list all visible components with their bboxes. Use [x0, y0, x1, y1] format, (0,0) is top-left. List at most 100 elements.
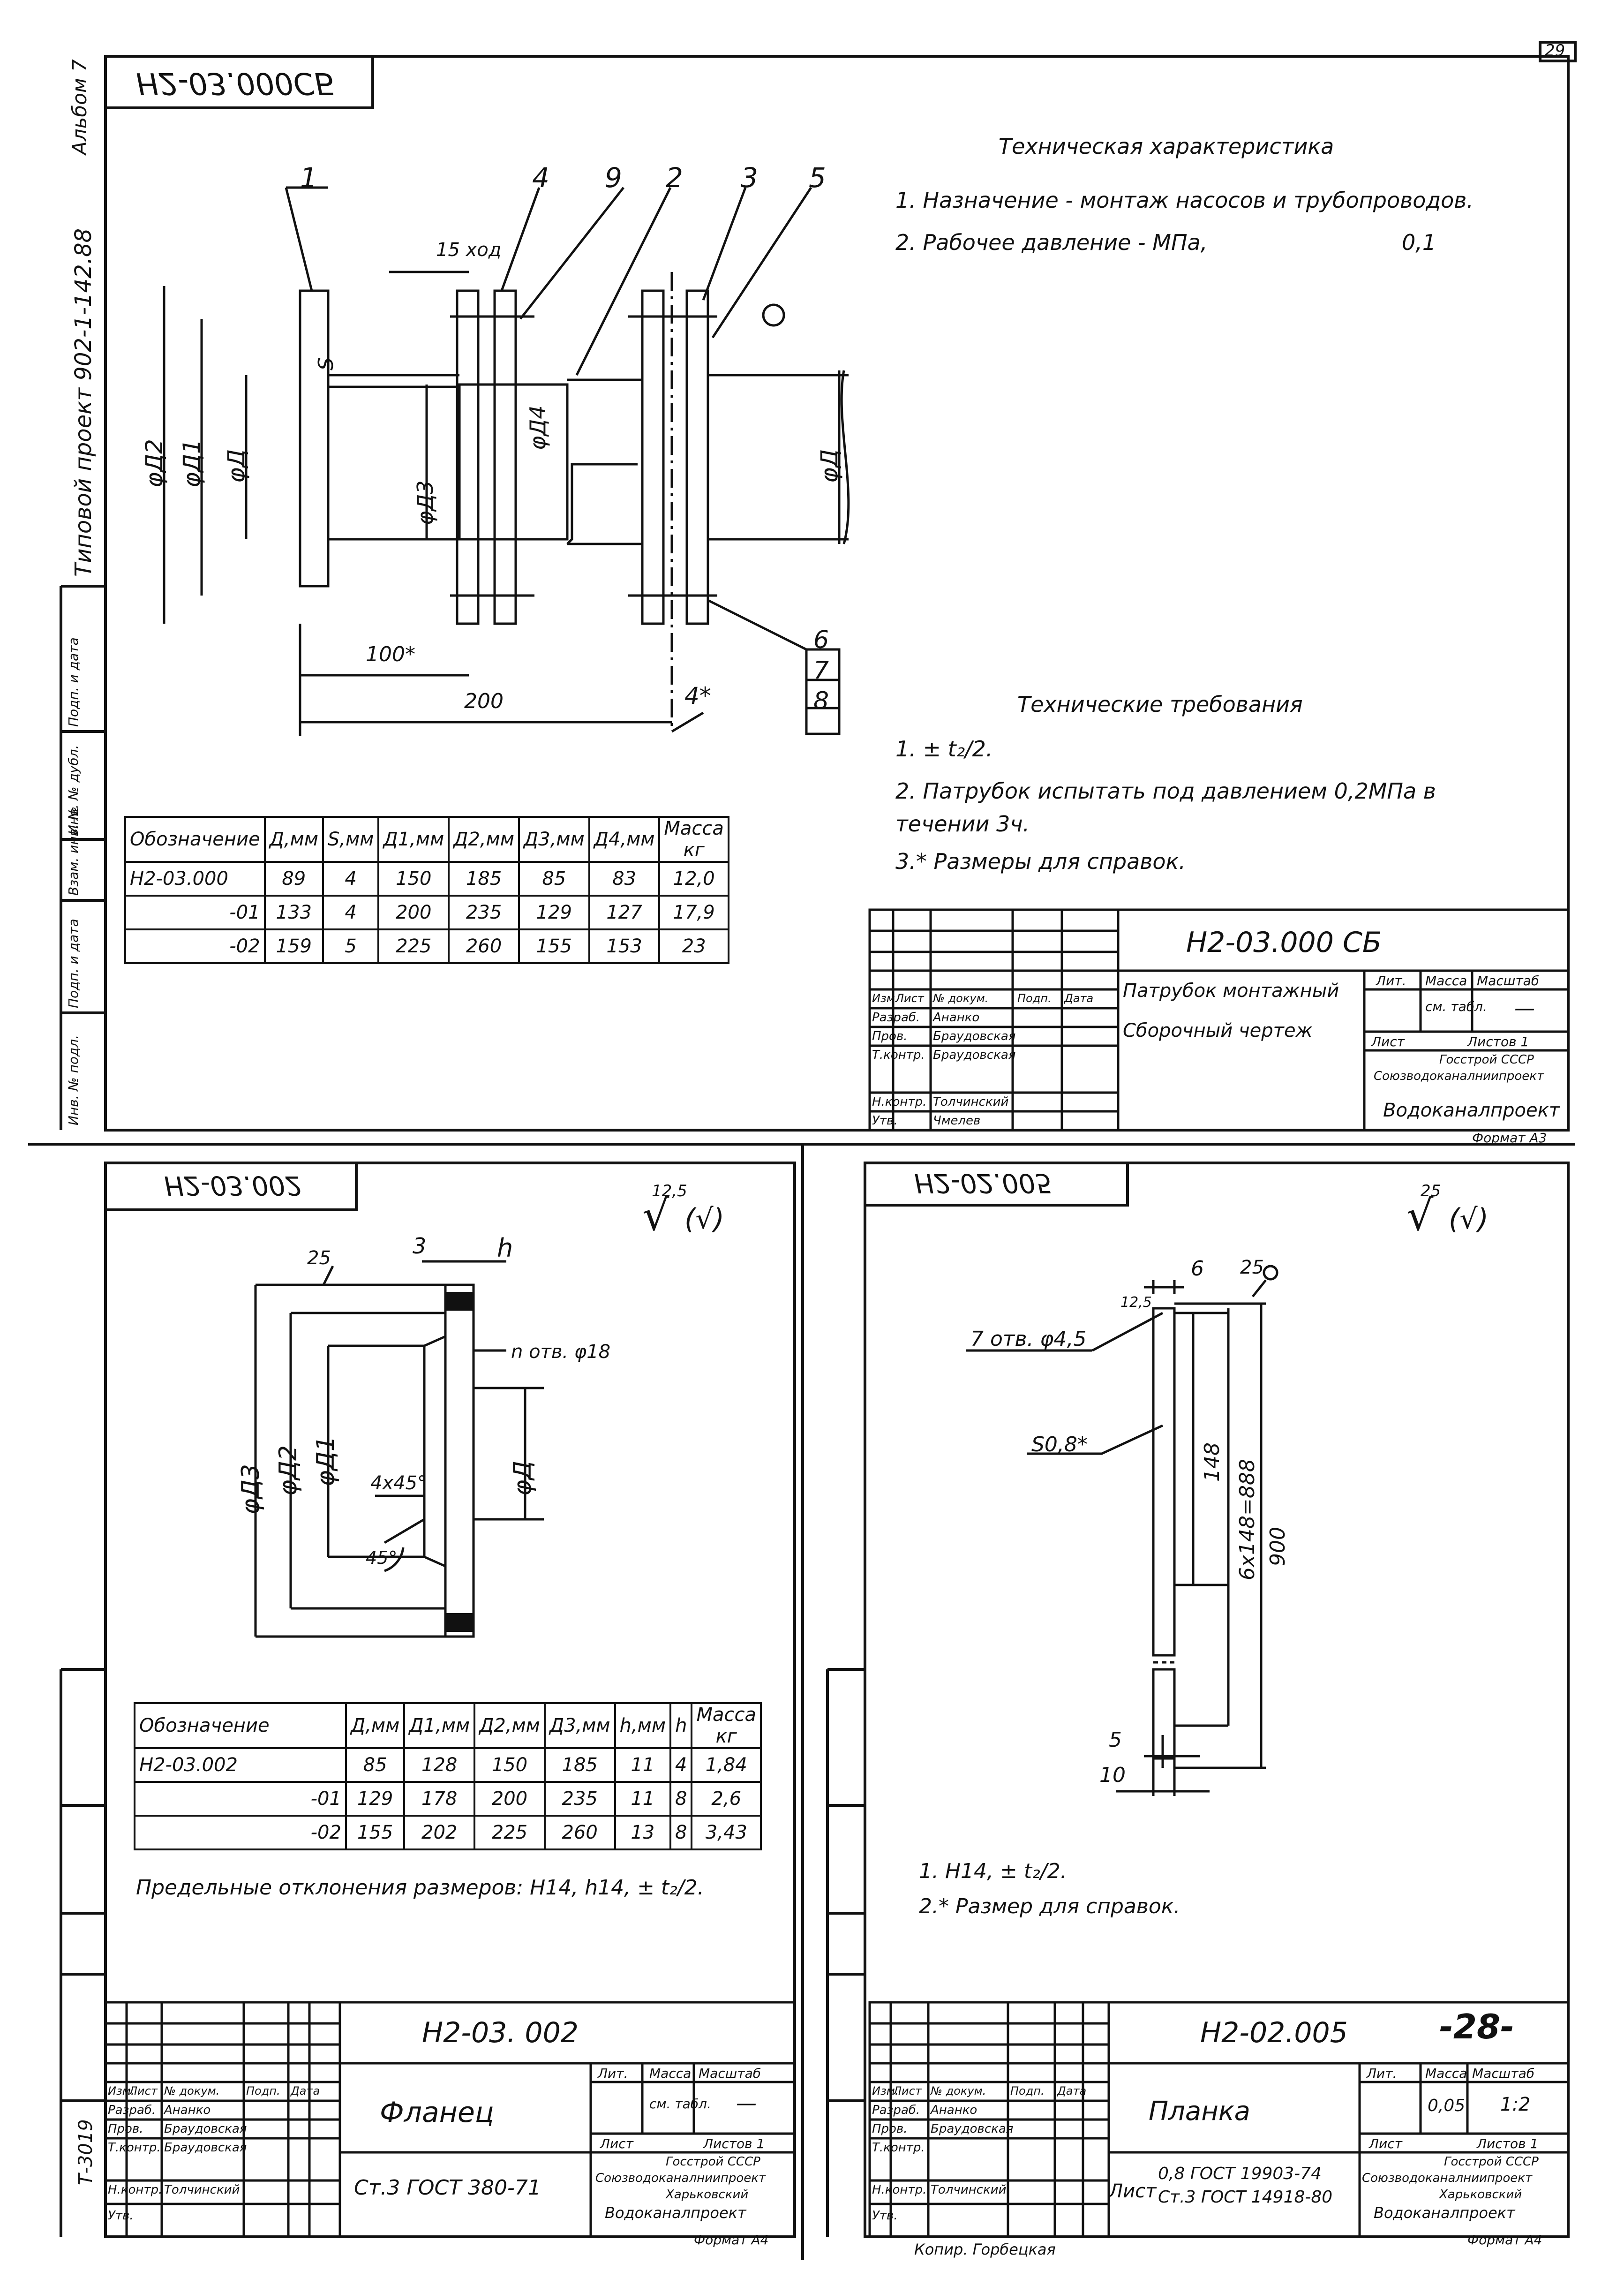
stamp-c-role-5: Утв.	[872, 2209, 898, 2223]
dim-dd: φД	[816, 449, 843, 483]
dim-b-da2: φД2	[274, 1445, 302, 1496]
stamp-b-name: Фланец	[380, 2096, 494, 2129]
table-row: -01 133 4 200 235 129 127 17,9	[124, 895, 729, 930]
stamp-c-role-1: Разраб.	[872, 2103, 920, 2117]
table-row: -02 155 202 225 260 13 8 3,43	[134, 1815, 762, 1850]
stamp-a-role-3: Т.контр.	[872, 1048, 925, 1062]
stamp-a-row-head-1: Лист	[895, 992, 924, 1005]
dim-100: 100*	[366, 642, 415, 666]
stamp-c-role-4: Н.контр.	[872, 2183, 927, 2197]
table-header-row: Обозначение Д,мм S,мм Д1,мм Д2,мм Д3,мм …	[124, 816, 729, 863]
table-header: Обозначение	[134, 1702, 347, 1749]
sheet-b-note: Предельные отклонения размеров: Н14, h14…	[136, 1876, 704, 1900]
table-cell: -01	[134, 1781, 347, 1817]
table-cell: 178	[403, 1781, 476, 1817]
dim-b-da3: φД3	[237, 1464, 265, 1515]
stamp-c-mass: Масса	[1425, 2066, 1467, 2081]
sheet-c-mirrored-title: Н2-02.005	[914, 1168, 1052, 1198]
callout-9: 9	[605, 162, 622, 194]
dim-b-angle: 45°	[366, 1547, 398, 1568]
stamp-a-person-2: Браудовская	[933, 1029, 1016, 1043]
table-row: -01 129 178 200 235 11 8 2,6	[134, 1781, 762, 1817]
table-cell: 11	[614, 1781, 672, 1817]
stamp-a-name-2: Сборочный чертеж	[1123, 1020, 1313, 1041]
stamp-a-role-1: Разраб.	[872, 1011, 920, 1025]
stamp-a-person-1: Ананко	[933, 1011, 980, 1025]
table-cell: 5	[322, 928, 380, 964]
stamp-a-name-1: Патрубок монтажный	[1123, 980, 1339, 1002]
stamp-c-row-head-3: Подп.	[1010, 2084, 1045, 2097]
callout-1: 1	[300, 162, 317, 194]
stamp-a-row-head-4: Дата	[1064, 992, 1094, 1005]
stamp-c-material-1: 0,8 ГОСТ 19903-74	[1158, 2164, 1322, 2183]
sheet-c-note-2: 2.* Размер для справок.	[919, 1894, 1180, 1918]
table-cell: 8	[669, 1815, 693, 1850]
dim-da: φД	[223, 449, 250, 483]
sheet-a-mirrored-title: Н2-03.000СБ	[136, 66, 335, 100]
stamp-a-mass: Масса	[1425, 973, 1467, 988]
table-cell: 12,0	[658, 861, 729, 897]
table-row: Н2-03.002 85 128 150 185 11 4 1,84	[134, 1747, 762, 1783]
stamp-b-org-4: Водоканалпроект	[605, 2204, 746, 2222]
stamp-c-org-3: Харьковский	[1439, 2188, 1522, 2202]
sheet-c-roughness-mark: √	[1406, 1191, 1434, 1240]
table-cell: 17,9	[658, 895, 729, 930]
sheet-a-tech-char-2: 2. Рабочее давление - МПа,	[895, 230, 1208, 255]
table-cell: 225	[474, 1815, 546, 1850]
stamp-b-sheets: Листов 1	[703, 2136, 765, 2151]
table-cell: 225	[377, 928, 450, 964]
stamp-b-role-5: Утв.	[108, 2209, 134, 2223]
table-cell: 155	[518, 928, 590, 964]
table-header: h,мм	[614, 1702, 672, 1749]
stamp-a-row-head-2: № докум.	[933, 992, 989, 1005]
sheet-a-tech-req-1: 1. ± t₂/2.	[895, 736, 993, 762]
stamp-b-inv: Т-3019	[75, 2119, 97, 2185]
dim-stroke: 15 ход	[436, 239, 502, 261]
table-cell: Н2-03.002	[134, 1747, 347, 1783]
table-header: Д1,мм	[403, 1702, 476, 1749]
stamp-b-org-3: Харьковский	[666, 2188, 749, 2202]
table-cell: 260	[543, 1815, 616, 1850]
dim-c-6x: 6x148=888	[1235, 1459, 1259, 1580]
sheet-a-tech-req-2: 2. Патрубок испытать под давлением 0,2МП…	[895, 778, 1436, 804]
table-header: Д,мм	[345, 1702, 406, 1749]
table-cell: 159	[263, 928, 324, 964]
callout-7: 7	[813, 656, 829, 685]
table-cell: 13	[614, 1815, 672, 1850]
sheet-b-spec-table: Обозначение Д,мм Д1,мм Д2,мм Д3,мм h,мм …	[134, 1702, 762, 1850]
stamp-b-org-1: Госстрой СССР	[666, 2155, 760, 2169]
dim-b-3: 3	[413, 1233, 427, 1259]
table-cell: 202	[403, 1815, 476, 1850]
stamp-b-mass-val: см. табл.	[649, 2096, 711, 2112]
stamp-b-role-2: Пров.	[108, 2122, 143, 2136]
dim-da4: φД4	[525, 405, 550, 450]
table-header: Масса кг	[691, 1702, 762, 1749]
sheet-b-mirrored-title: Н2-03.002	[164, 1170, 302, 1200]
dim-b-dd: φД	[509, 1461, 537, 1496]
table-header: Д,мм	[263, 816, 324, 863]
stamp-b-material: Ст.3 ГОСТ 380-71	[354, 2176, 541, 2200]
stamp-a-scale-val: —	[1514, 996, 1535, 1020]
stamp-a-org-1: Госстрой СССР	[1439, 1053, 1534, 1067]
stamp-b-scale-val: —	[736, 2091, 757, 2115]
table-cell: 89	[263, 861, 324, 897]
stamp-b-row-head-3: Подп.	[246, 2084, 280, 2097]
stamp-c-format: Формат А4	[1467, 2232, 1542, 2248]
stamp-a-scale: Масштаб	[1477, 973, 1540, 988]
table-cell: 150	[474, 1747, 546, 1783]
table-cell: 235	[543, 1781, 616, 1817]
sheet-c-roughness: 25	[1421, 1182, 1441, 1200]
stamp-a-sheets: Листов 1	[1467, 1034, 1529, 1049]
stamp-b-format: Формат А4	[694, 2232, 769, 2248]
stamp-a-row-head-0: Изм.	[872, 992, 899, 1005]
stamp-c-person-2: Браудовская	[931, 2122, 1014, 2136]
margin-label-sign2: Подп. и дата	[66, 637, 81, 727]
table-cell: 83	[588, 861, 661, 897]
stamp-c-mass-val: 0,05	[1428, 2096, 1466, 2115]
table-header-row: Обозначение Д,мм Д1,мм Д2,мм Д3,мм h,мм …	[134, 1702, 762, 1749]
table-cell: 4	[322, 895, 380, 930]
table-cell: 260	[448, 928, 520, 964]
stamp-a-format: Формат А3	[1472, 1130, 1547, 1146]
table-header: Д1,мм	[377, 816, 450, 863]
